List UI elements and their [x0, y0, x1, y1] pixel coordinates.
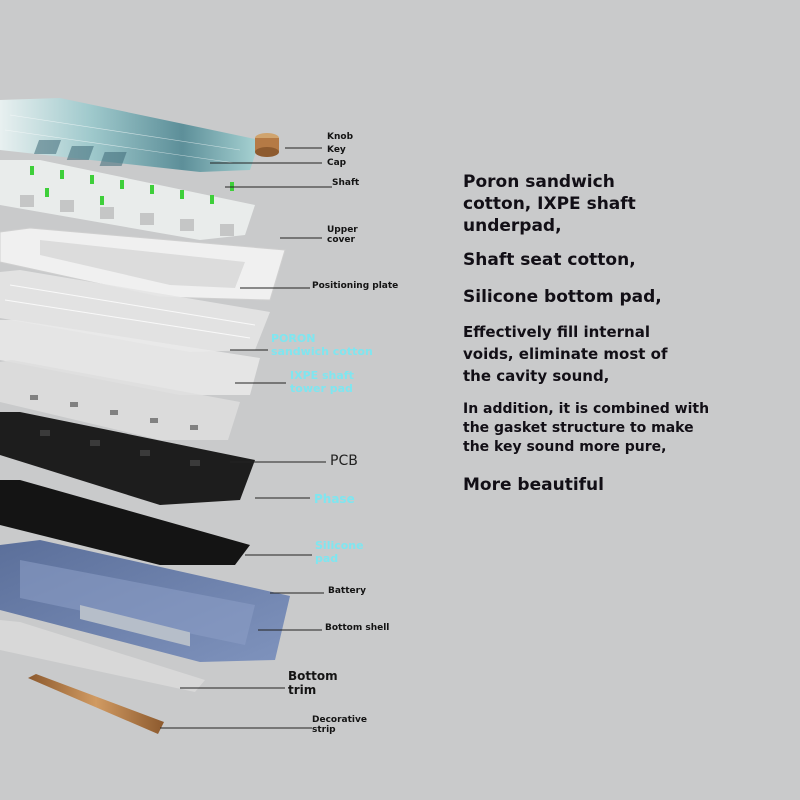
- description-poron-ixpe: Poron sandwich cotton, IXPE shaft underp…: [463, 172, 636, 236]
- bottom-trim-layer: [0, 620, 205, 692]
- poron-layer: [0, 320, 260, 395]
- description-silicone: Silicone bottom pad,: [463, 287, 662, 307]
- label-cap: Cap: [327, 158, 347, 168]
- label-bottom-trim: Bottom trim: [288, 669, 338, 697]
- keycaps-layer: [0, 98, 279, 172]
- silicone-pad-layer: [0, 480, 250, 565]
- label-ixpe: IXPE shaft tower pad: [290, 369, 354, 395]
- label-positioning-plate: Positioning plate: [312, 281, 399, 291]
- description-more-beautiful: More beautiful: [463, 475, 604, 495]
- switches-layer: [0, 160, 255, 240]
- positioning-plate-layer: [0, 270, 270, 352]
- label-battery: Battery: [328, 586, 366, 596]
- description-gasket: In addition, it is combined with the gas…: [463, 401, 710, 455]
- label-pcb: PCB: [330, 453, 358, 469]
- decorative-strip-layer: [28, 674, 164, 734]
- leader-lines: [160, 147, 332, 729]
- label-shaft: Shaft: [332, 178, 360, 188]
- label-key: Key: [327, 145, 346, 155]
- ixpe-layer: [0, 360, 240, 440]
- label-bottom-shell: Bottom shell: [325, 623, 390, 633]
- label-knob: Knob: [327, 132, 354, 142]
- description-fill-voids: Effectively fill internal voids, elimina…: [463, 323, 668, 385]
- bottom-shell-layer: [0, 540, 290, 662]
- label-decorative-strip: Decorative strip: [312, 715, 367, 736]
- label-upper-cover: Upper cover: [327, 225, 358, 246]
- label-phase: Phase: [314, 492, 355, 506]
- label-poron: PORON sandwich cotton: [271, 332, 373, 358]
- label-silicone-pad: Silicone pad: [315, 539, 364, 565]
- description-shaft-seat: Shaft seat cotton,: [463, 250, 636, 270]
- pcb-layer: [0, 412, 255, 505]
- upper-cover-layer: [0, 227, 286, 301]
